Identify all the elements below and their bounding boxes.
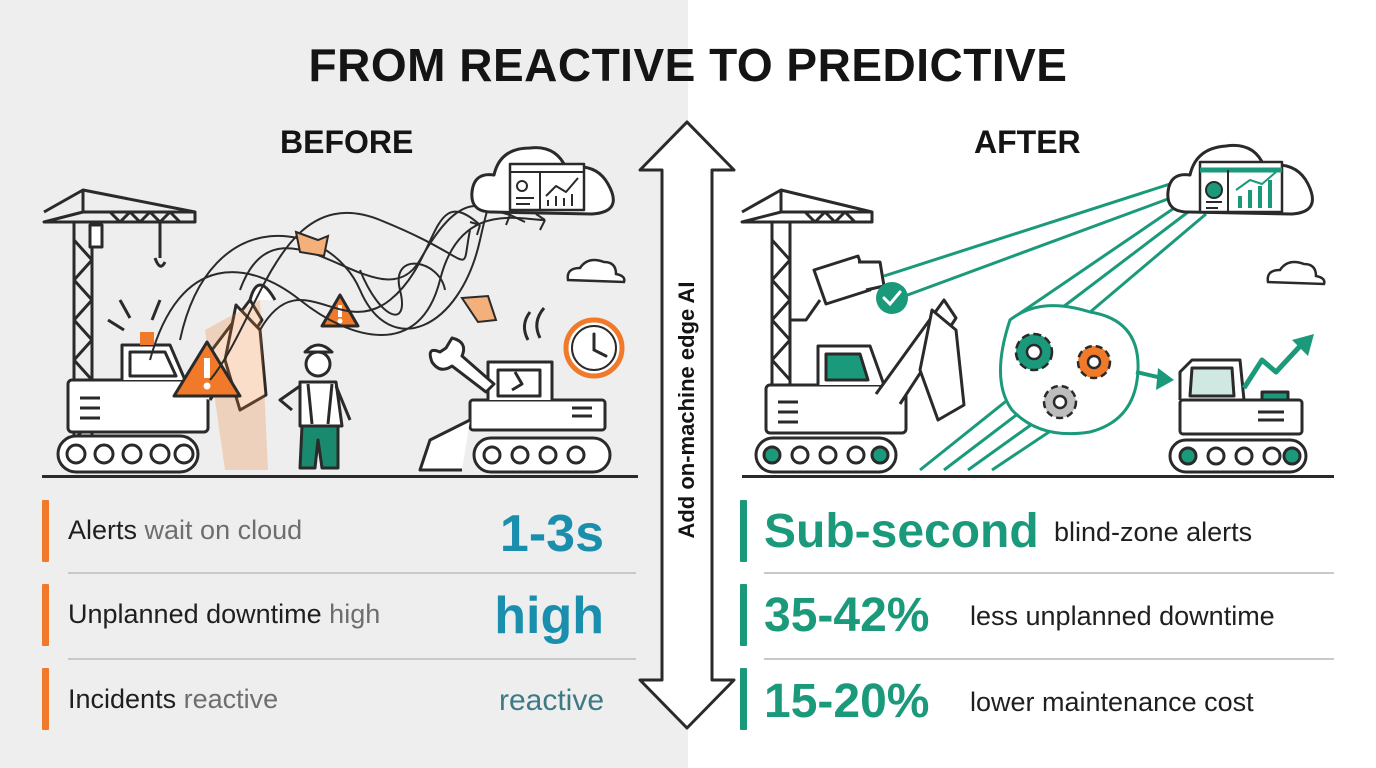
row-divider xyxy=(764,572,1334,574)
double-arrow-icon xyxy=(638,120,736,730)
before-row-text: Alerts wait on cloud xyxy=(68,515,302,546)
row-accent-bar xyxy=(740,668,747,730)
wrench-icon xyxy=(428,336,496,394)
cloud-dashboard-icon xyxy=(1166,143,1314,216)
after-row-text: lower maintenance cost xyxy=(970,687,1254,717)
after-row-text: less unplanned downtime xyxy=(970,601,1275,631)
row-divider xyxy=(764,658,1334,660)
center-label: Add on-machine edge AI xyxy=(674,281,699,539)
after-row-metric: 15-20% xyxy=(764,675,930,728)
before-row-text: Incidents reactive xyxy=(68,684,278,715)
row-accent-bar xyxy=(740,500,747,562)
before-row-qualifier: wait on cloud xyxy=(137,515,303,545)
before-row-text: Unplanned downtime high xyxy=(68,599,380,630)
worker-icon xyxy=(278,343,352,470)
camera-icon xyxy=(790,254,886,322)
before-row-qualifier: high xyxy=(321,599,381,629)
row-accent-bar xyxy=(42,584,49,646)
alert-sparks xyxy=(107,299,162,332)
ground-line xyxy=(42,475,638,478)
paper-scrap xyxy=(460,294,498,324)
gears-icon xyxy=(999,304,1174,436)
row-accent-bar xyxy=(42,500,49,562)
check-icon xyxy=(876,282,908,314)
cloud-icon xyxy=(566,258,626,284)
before-row-label: Incidents xyxy=(68,684,177,714)
after-row-text: blind-zone alerts xyxy=(1054,517,1253,547)
before-heading: BEFORE xyxy=(280,124,414,160)
excavator-icon xyxy=(754,298,966,474)
before-row-value: high xyxy=(494,587,604,645)
row-accent-bar xyxy=(42,668,49,730)
clock-icon xyxy=(563,317,625,379)
broken-excavator-icon xyxy=(418,307,612,474)
row-divider xyxy=(68,658,636,660)
after-row-metric: 35-42% xyxy=(764,589,930,642)
alert-glow xyxy=(205,300,268,470)
row-accent-bar xyxy=(740,584,747,646)
cloud-dashboard-icon xyxy=(470,146,615,216)
tower-crane-icon xyxy=(740,188,874,400)
ground-line xyxy=(742,475,1334,478)
before-row-label: Alerts xyxy=(68,515,138,545)
before-row-qualifier: reactive xyxy=(176,684,279,714)
page-title: FROM REACTIVE TO PREDICTIVE xyxy=(308,39,1068,91)
warning-triangle-icon xyxy=(172,293,360,398)
before-row-label: Unplanned downtime xyxy=(68,599,322,629)
before-row-value: 1-3s xyxy=(499,505,604,563)
row-divider xyxy=(68,572,636,574)
trend-arrow-icon xyxy=(1241,334,1314,390)
after-row-metric: Sub-second xyxy=(764,505,1039,558)
paper-scrap xyxy=(294,230,330,258)
truck-icon xyxy=(1168,358,1308,474)
cloud-icon xyxy=(1266,260,1326,286)
after-heading: AFTER xyxy=(974,124,1081,160)
before-row-value: reactive xyxy=(498,684,604,717)
